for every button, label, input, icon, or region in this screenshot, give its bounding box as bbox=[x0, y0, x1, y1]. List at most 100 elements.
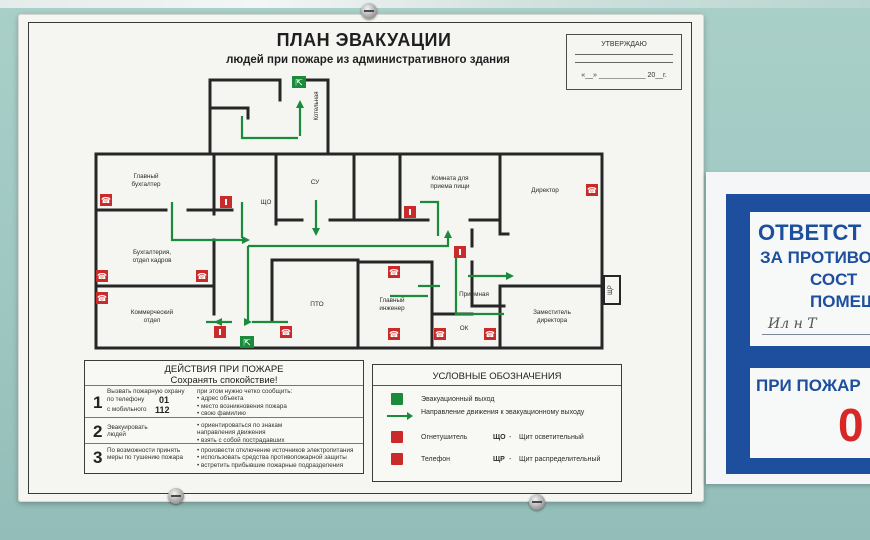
fire-actions-box: ДЕЙСТВИЯ ПРИ ПОЖАРЕ Сохранять спокойстви… bbox=[84, 360, 364, 474]
approval-box: УТВЕРЖДАЮ «__» ____________ 20__г. bbox=[566, 34, 682, 90]
legend-divider bbox=[373, 385, 621, 386]
phone-icon: ☎ bbox=[388, 328, 400, 340]
phone-label: по телефону bbox=[107, 396, 145, 403]
phone-number-112: 112 bbox=[155, 405, 170, 415]
step-number: 1 bbox=[93, 393, 103, 412]
room-label-shcho: ЩО bbox=[261, 199, 272, 206]
phone-icon: ☎ bbox=[434, 328, 446, 340]
legend-shr-sep: - bbox=[507, 456, 514, 463]
sign-white-panel bbox=[750, 212, 870, 346]
shr-panel bbox=[603, 275, 621, 305]
legend-phone: Телефон bbox=[421, 456, 451, 463]
room-label-su: СУ bbox=[311, 179, 320, 186]
sign-text: ПОМЕЩ bbox=[810, 292, 870, 311]
room-label-chief-accountant-2: бухгалтер bbox=[132, 180, 161, 188]
svg-text:⇱: ⇱ bbox=[295, 79, 303, 89]
room-label-accounting-2: отдел кадров bbox=[133, 257, 173, 264]
floor-plan: ⇱ ⇱ ☎ ☎ ☎ ☎ ☎ ☎ ☎ ☎ ☎ bbox=[94, 76, 621, 350]
direction-arrow-icon bbox=[387, 412, 413, 420]
list-item: • ориентироваться по знакам направления … bbox=[197, 422, 283, 437]
action-step-2: 2 Эвакуировать людей • ориентироваться п… bbox=[85, 417, 363, 444]
step-number: 2 bbox=[93, 422, 103, 441]
svg-text:☎: ☎ bbox=[389, 330, 399, 339]
board-frame bbox=[28, 22, 692, 494]
list-item: • использовать средства противопожарной … bbox=[197, 454, 347, 462]
actions-heading: ДЕЙСТВИЯ ПРИ ПОЖАРЕ Сохранять спокойстви… bbox=[85, 364, 363, 386]
legend-extinguisher: Огнетушитель bbox=[421, 434, 468, 441]
legend-exit: Эвакуационный выход bbox=[421, 396, 495, 403]
room-label-commercial-1: Коммерческий bbox=[131, 308, 174, 316]
approval-date: «__» ____________ 20__г. bbox=[581, 72, 667, 79]
legend-shr-code: ЩР bbox=[493, 456, 505, 463]
wall bbox=[302, 78, 330, 154]
legend-shcho-sep: - bbox=[507, 434, 514, 441]
action-step-3: 3 По возможности принять меры по тушению… bbox=[85, 443, 363, 474]
step-1-list: при этом нужно четко сообщить: • адрес о… bbox=[197, 388, 292, 418]
extinguisher-icons bbox=[214, 196, 466, 338]
screw-icon bbox=[529, 494, 545, 510]
sign-white-panel bbox=[750, 368, 870, 458]
sign-text: СОСТ bbox=[810, 270, 858, 289]
legend-heading: УСЛОВНЫЕ ОБОЗНАЧЕНИЯ bbox=[432, 371, 562, 382]
room-label-commercial-2: отдел bbox=[144, 317, 161, 324]
legend-box: УСЛОВНЫЕ ОБОЗНАЧЕНИЯ Эвакуационный выход… bbox=[372, 364, 622, 482]
sign-text: ОТВЕТСТ bbox=[758, 220, 862, 245]
svg-text:⇱: ⇱ bbox=[243, 339, 251, 349]
svg-text:☎: ☎ bbox=[389, 268, 399, 277]
legend-direction: Направление движения к эвакуационному вы… bbox=[421, 409, 585, 416]
sign-handwriting: Ил н Т bbox=[768, 316, 817, 332]
plan-title: ПЛАН ЭВАКУАЦИИ bbox=[276, 30, 452, 50]
phone-icon: ☎ bbox=[100, 194, 112, 206]
room-label-meal-2: приема пищи bbox=[430, 183, 470, 190]
extinguisher-icon bbox=[391, 431, 403, 443]
sign-text: ПРИ ПОЖАР bbox=[756, 376, 861, 395]
exit-icon: ⇱ bbox=[240, 336, 254, 349]
list-item: • произвести отключение источников элект… bbox=[197, 447, 354, 454]
list-item: • взять с собой пострадавших bbox=[197, 436, 285, 444]
room-label-director: Директор bbox=[531, 187, 559, 194]
phone-icon: ☎ bbox=[96, 292, 108, 304]
list-item: • адрес объекта bbox=[197, 395, 244, 403]
route-arrows bbox=[214, 100, 514, 326]
tell-label: при этом нужно четко сообщить: bbox=[197, 388, 293, 395]
svg-text:☎: ☎ bbox=[435, 330, 445, 339]
list-item: • встретить прибывшие пожарные подраздел… bbox=[197, 461, 344, 469]
room-label-meal-1: Комната для bbox=[431, 175, 468, 182]
phone-number-01: 01 bbox=[159, 395, 170, 405]
room-label-chief-engineer-1: Главный bbox=[379, 296, 405, 304]
svg-text:☎: ☎ bbox=[97, 272, 107, 281]
phone-icon: ☎ bbox=[586, 184, 598, 196]
list-item: • свою фамилию bbox=[197, 410, 246, 418]
svg-text:☎: ☎ bbox=[101, 196, 111, 205]
phone-icon: ☎ bbox=[196, 270, 208, 282]
svg-text:☎: ☎ bbox=[197, 272, 207, 281]
legend-shcho-desc: Щит осветительный bbox=[519, 434, 584, 441]
room-label-shr: ЩР bbox=[608, 285, 614, 295]
phone-icon: ☎ bbox=[388, 266, 400, 278]
room-label-ok: ОК bbox=[460, 325, 469, 332]
approval-label: УТВЕРЖДАЮ bbox=[601, 41, 647, 48]
wall-background bbox=[0, 0, 870, 8]
actions-title: ДЕЙСТВИЯ ПРИ ПОЖАРЕ bbox=[164, 364, 284, 375]
room-label-pto: ПТО bbox=[310, 301, 323, 308]
step-number: 3 bbox=[93, 448, 103, 467]
approval-line bbox=[575, 62, 673, 63]
evacuation-routes bbox=[170, 108, 506, 324]
action-step-1: 1 Вызвать пожарную охрану по телефону 01… bbox=[85, 385, 363, 418]
outer-wall bbox=[94, 152, 604, 350]
legend-shcho-code: ЩО bbox=[493, 434, 506, 441]
phone-icon: ☎ bbox=[280, 326, 292, 338]
extinguisher-marks bbox=[219, 199, 461, 335]
svg-text:☎: ☎ bbox=[587, 186, 597, 195]
room-label-accounting-1: Бухгалтерия, bbox=[133, 249, 171, 256]
phone-icon: ☎ bbox=[96, 270, 108, 282]
step-2-list: • ориентироваться по знакам направления … bbox=[197, 422, 317, 444]
legend-shr-desc: Щит распределительный bbox=[519, 456, 601, 463]
step-text: Вызвать пожарную охрану bbox=[107, 388, 185, 395]
phone-icons: ☎ ☎ ☎ ☎ ☎ ☎ ☎ ☎ ☎ ☎ bbox=[96, 184, 598, 340]
room-label-deputy-1: Заместитель bbox=[533, 309, 571, 316]
phone-icon bbox=[391, 453, 403, 465]
room-label-chief-engineer-2: инженер bbox=[379, 305, 405, 312]
exit-icon: ⇱ bbox=[292, 76, 306, 89]
room-label-reception: Приемная bbox=[459, 291, 489, 298]
